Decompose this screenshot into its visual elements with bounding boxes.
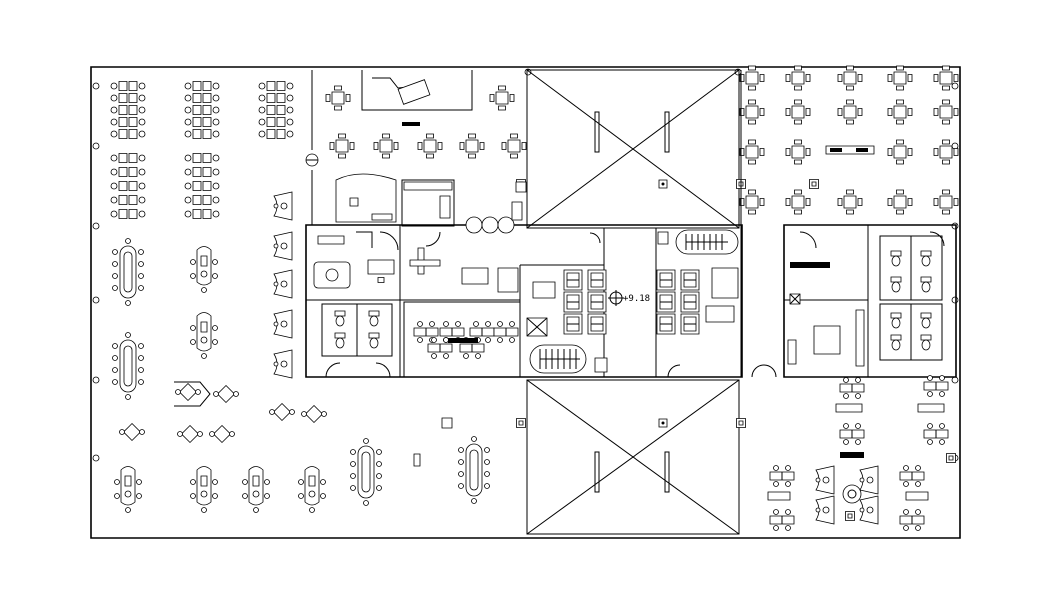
atrium-void-north [516,70,746,228]
level-marker-text: +9.18 [623,294,650,304]
stair-icon [530,230,738,373]
atrium-void-south [516,380,746,534]
level-marker-icon: +9.18 [608,290,650,306]
conference-table-icon [112,238,490,506]
toilet-icon [322,236,942,360]
misc-fixtures [414,418,452,466]
east-service-core [752,225,956,377]
plan-outer-border [91,67,960,538]
cafe-tables-west [325,85,527,159]
elevator-icon [527,232,738,372]
workstation-cluster [404,302,520,377]
meeting-area-east [768,375,956,531]
classroom-seating [110,81,294,219]
building-core [306,225,742,377]
reception-area [306,70,526,233]
chair-icon [273,191,293,379]
collaboration-pods [119,382,327,443]
cafe-tables-east [739,65,959,377]
core-offices [314,232,518,292]
desk-icon [114,246,326,513]
